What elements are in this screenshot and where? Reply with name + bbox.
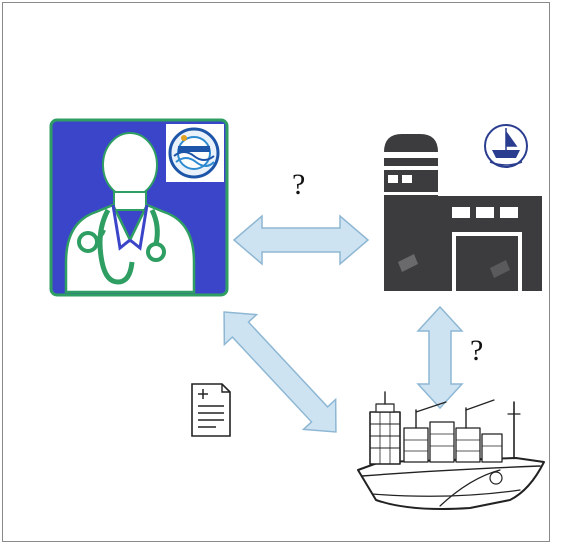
question-mark-top: ?: [292, 170, 305, 200]
cargo-ship-icon: [358, 392, 544, 509]
arrow-building-ship: [418, 307, 462, 408]
arrow-doctor-building: [234, 216, 368, 264]
ocmm-logo-icon: [166, 124, 224, 182]
cross-med-logo-icon: [485, 125, 527, 167]
document-icon: [192, 384, 230, 436]
question-mark-right: ?: [470, 336, 483, 366]
